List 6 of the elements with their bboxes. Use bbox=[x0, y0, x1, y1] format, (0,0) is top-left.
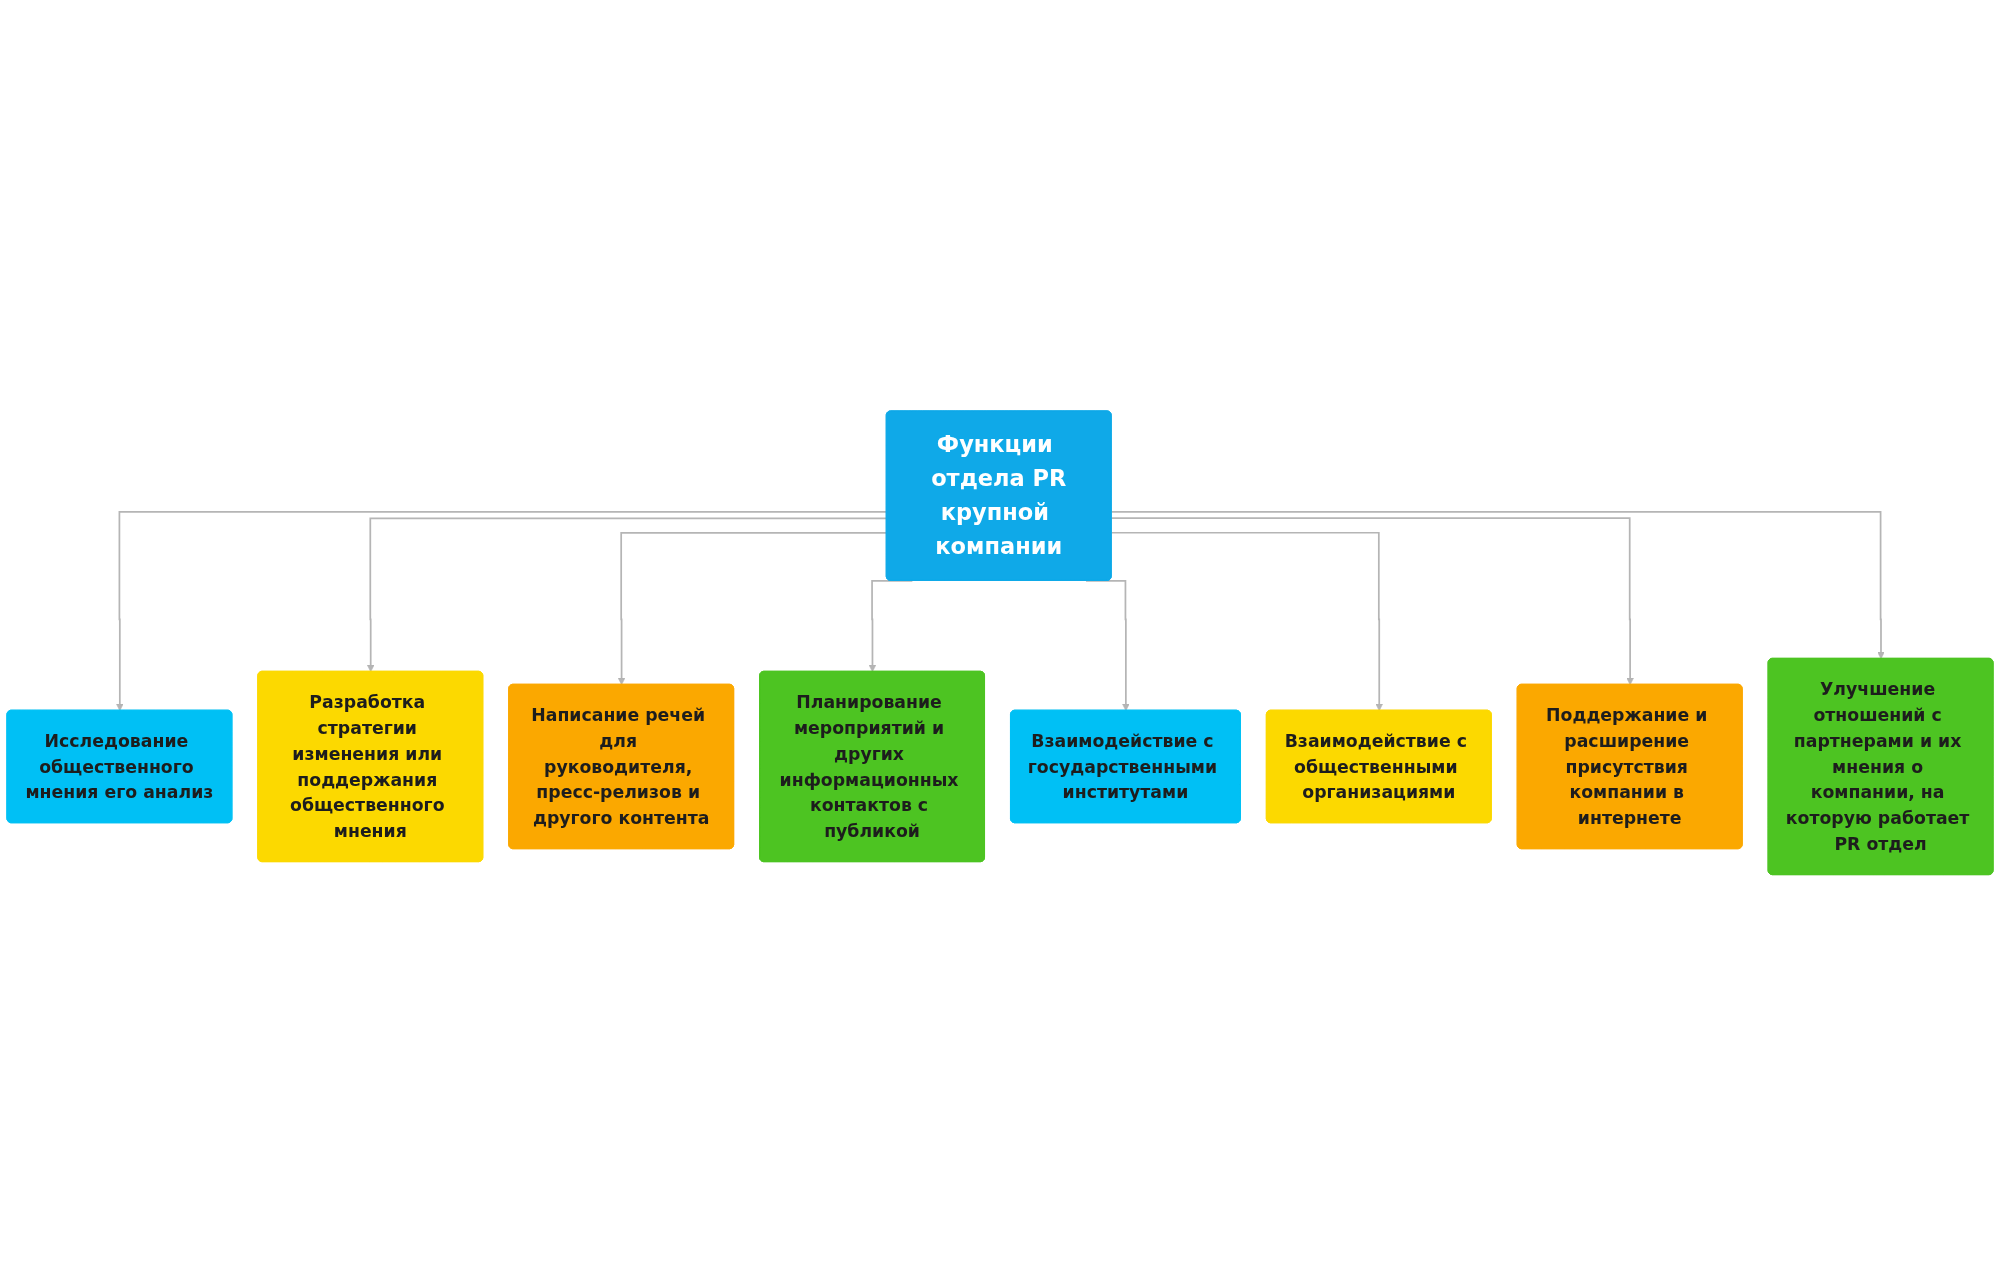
arrow bbox=[1110, 511, 1885, 660]
arrow bbox=[366, 517, 888, 673]
arrow bbox=[116, 511, 888, 712]
arrow bbox=[617, 532, 888, 686]
arrow bbox=[1110, 517, 1634, 686]
arrow bbox=[1110, 532, 1384, 712]
